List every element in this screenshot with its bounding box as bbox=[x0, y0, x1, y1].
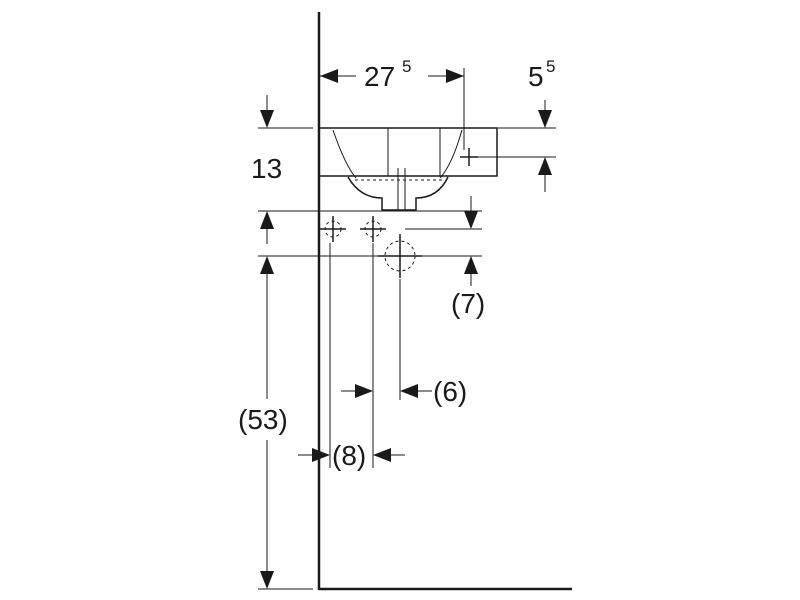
supply-valve-right bbox=[360, 216, 386, 242]
offset-main-label: 5 bbox=[528, 61, 544, 92]
width-sup-label: 5 bbox=[402, 57, 411, 76]
extension-lines bbox=[258, 68, 556, 590]
dimension-trap-offset: (6) bbox=[341, 376, 467, 407]
arrow-down bbox=[260, 571, 274, 589]
arrow-right bbox=[312, 448, 330, 462]
bowl-left-edge bbox=[332, 129, 357, 179]
waste-connection bbox=[378, 234, 422, 278]
arrow-up bbox=[538, 157, 552, 175]
dimension-supply-spacing: (8) bbox=[298, 440, 405, 471]
arrow-left bbox=[320, 69, 338, 83]
trap-offset-label: (6) bbox=[433, 376, 467, 407]
basin-profile bbox=[319, 127, 498, 211]
arrow-down bbox=[260, 110, 274, 128]
arrow-up bbox=[260, 211, 274, 229]
arrow-down bbox=[464, 211, 478, 229]
supply-spacing-label: (8) bbox=[332, 440, 366, 471]
arrow-up bbox=[260, 256, 274, 274]
arrow-right bbox=[446, 69, 464, 83]
dimension-waste-drop: (7) bbox=[451, 196, 485, 319]
waste-drop-label: (7) bbox=[451, 288, 485, 319]
arrow-left bbox=[373, 448, 391, 462]
floor-height-label: (53) bbox=[238, 404, 288, 435]
bowl-underside bbox=[347, 176, 449, 211]
dimension-width: 27 5 bbox=[320, 57, 464, 92]
wall-and-floor bbox=[317, 12, 572, 591]
dimension-offset: 5 5 bbox=[528, 57, 555, 192]
dimension-height: 13 bbox=[251, 95, 282, 244]
arrow-down bbox=[538, 110, 552, 128]
dimension-floor-height: (53) bbox=[238, 256, 288, 589]
arrow-right bbox=[355, 384, 373, 398]
width-main-label: 27 bbox=[364, 61, 395, 92]
offset-sup-label: 5 bbox=[546, 57, 555, 76]
supply-valve-left bbox=[320, 216, 346, 242]
bowl-right-edge bbox=[439, 129, 463, 179]
basin-outline bbox=[319, 127, 498, 177]
arrow-up bbox=[464, 256, 478, 274]
arrow-left bbox=[400, 384, 418, 398]
tap-hole-marker bbox=[460, 148, 478, 166]
height-label: 13 bbox=[251, 153, 282, 184]
